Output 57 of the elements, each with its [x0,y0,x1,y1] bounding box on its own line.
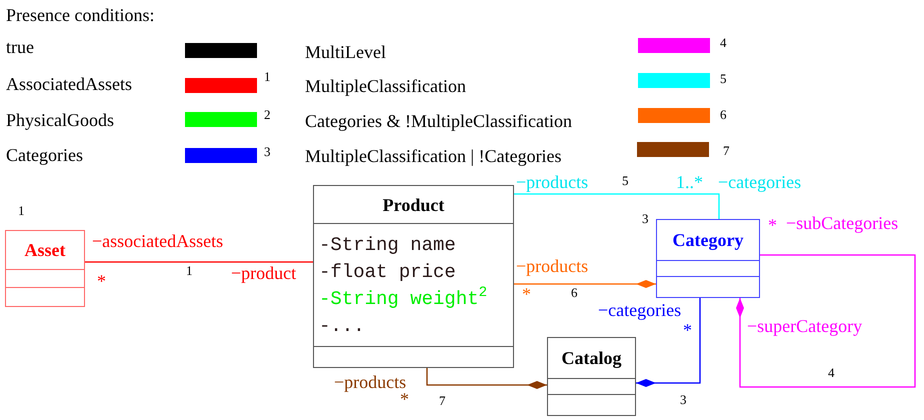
association-line [736,254,916,388]
role-label: * [97,272,106,290]
class-box [313,185,514,368]
condition-number: 5 [720,72,726,85]
edge-label: 7 [439,394,446,407]
role-label: −superCategory [747,317,862,335]
class-box [656,219,760,298]
role-label: −associatedAssets [92,232,224,250]
role-label: −products [516,173,588,191]
role-label: −subCategories [786,214,898,232]
association-line [426,368,547,389]
legend-text: MultipleClassification | !Categories [305,147,562,165]
condition-number: 1 [264,70,270,83]
class-name: Asset [24,241,66,259]
condition-number: 6 [720,108,726,121]
role-label: −product [231,264,296,282]
association-line [514,193,720,219]
association-line [514,280,656,288]
role-label: 1..* [676,173,703,191]
legend-text: Categories [6,146,83,164]
edge-label: 1 [186,264,192,277]
edge-label: 5 [622,174,628,187]
edge-label: 3 [680,393,686,406]
condition-number: 1 [18,204,24,217]
class-name: Catalog [562,349,622,367]
legend-title: Presence conditions: [6,6,154,24]
role-label: −categories [598,301,682,319]
legend-text: AssociatedAssets [6,75,132,93]
class-box [547,337,636,416]
role-label: * [400,390,409,408]
condition-number: 7 [723,144,730,157]
legend-text: MultiLevel [305,43,386,61]
role-label: * [683,321,692,339]
class-name: Product [382,196,444,214]
condition-number: 3 [642,212,648,225]
legend-text: MultipleClassification [305,77,466,95]
association-line [85,261,313,263]
legend-text: true [6,38,34,56]
edge-label: 4 [828,366,834,379]
edge-label: 6 [571,286,578,299]
attribute-text: -... [319,314,365,336]
association-line [636,298,701,387]
class-name: Category [672,231,744,249]
attribute-text: -float price [319,260,456,282]
role-label: * [522,285,531,303]
condition-number: 2 [264,108,270,121]
legend-text: Categories & !MultipleClassification [305,112,572,130]
attribute-text: -String weight$^{2}$ [319,288,488,310]
condition-number: 4 [720,36,726,49]
class-box [5,230,85,307]
condition-number: 3 [264,145,270,158]
attribute-text: -String name [319,234,456,256]
role-label: −products [516,257,588,275]
legend-text: PhysicalGoods [6,111,114,129]
role-label: * [768,216,777,234]
role-label: −categories [718,173,802,191]
role-label: −products [334,373,406,391]
